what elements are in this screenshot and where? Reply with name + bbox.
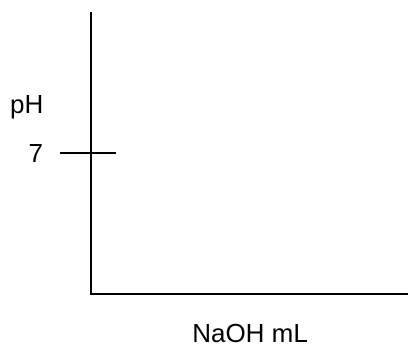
y-tick-label: 7 [29, 138, 43, 168]
y-axis-label: pH [10, 89, 43, 119]
y-ticks: 7 [29, 138, 116, 168]
x-axis-label: NaOH mL [192, 318, 308, 348]
